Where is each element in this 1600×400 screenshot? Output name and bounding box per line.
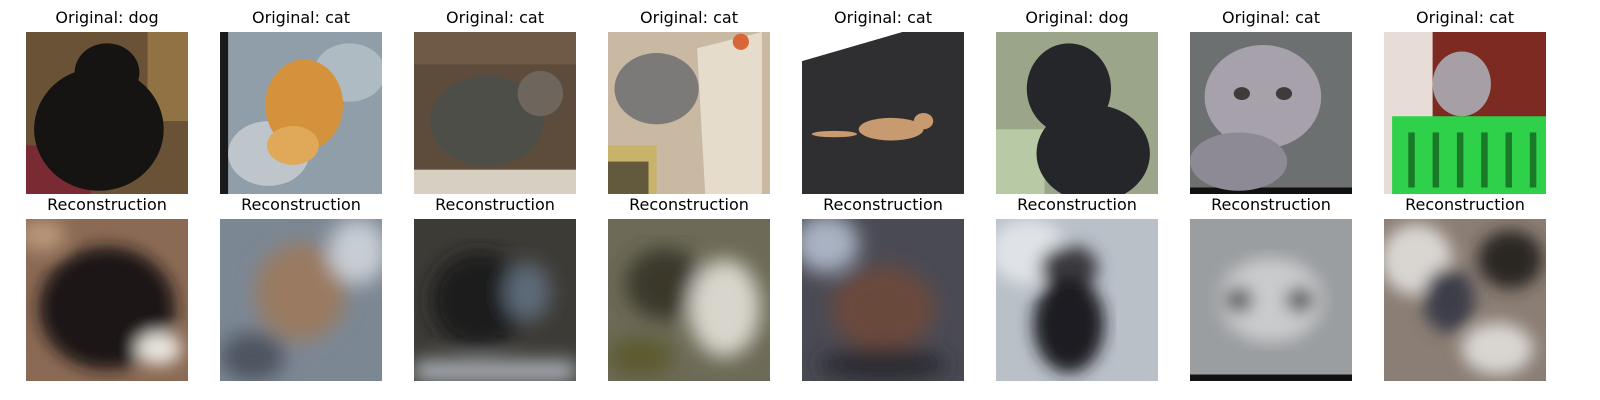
original-image [26,32,188,194]
reconstruction-title: Reconstruction [435,195,555,214]
original-title: Original: cat [446,8,544,27]
original-image [220,32,382,194]
reconstruction-title: Reconstruction [1017,195,1137,214]
reconstruction-title: Reconstruction [1211,195,1331,214]
reconstruction-image [1384,219,1546,381]
reconstruction-title: Reconstruction [241,195,361,214]
original-title: Original: cat [252,8,350,27]
original-image [1384,32,1546,194]
reconstruction-image [220,219,382,381]
original-image [414,32,576,194]
reconstruction-image [414,219,576,381]
reconstruction-title: Reconstruction [47,195,167,214]
original-title: Original: cat [1416,8,1514,27]
reconstruction-title: Reconstruction [823,195,943,214]
original-title: Original: cat [834,8,932,27]
original-title: Original: dog [1025,8,1129,27]
subject-shape [34,67,164,191]
original-image [802,32,964,194]
original-title: Original: cat [1222,8,1320,27]
subject-head [74,43,140,102]
basket [1392,116,1546,194]
original-image [608,32,770,194]
reconstruction-title: Reconstruction [1405,195,1525,214]
reconstruction-image [802,219,964,381]
original-image [1190,32,1352,194]
original-title: Original: dog [55,8,159,27]
original-title: Original: cat [640,8,738,27]
reconstruction-image [26,219,188,381]
reconstruction-image [608,219,770,381]
reconstruction-image [996,219,1158,381]
reconstruction-title: Reconstruction [629,195,749,214]
original-image [996,32,1158,194]
reconstruction-image [1190,219,1352,381]
